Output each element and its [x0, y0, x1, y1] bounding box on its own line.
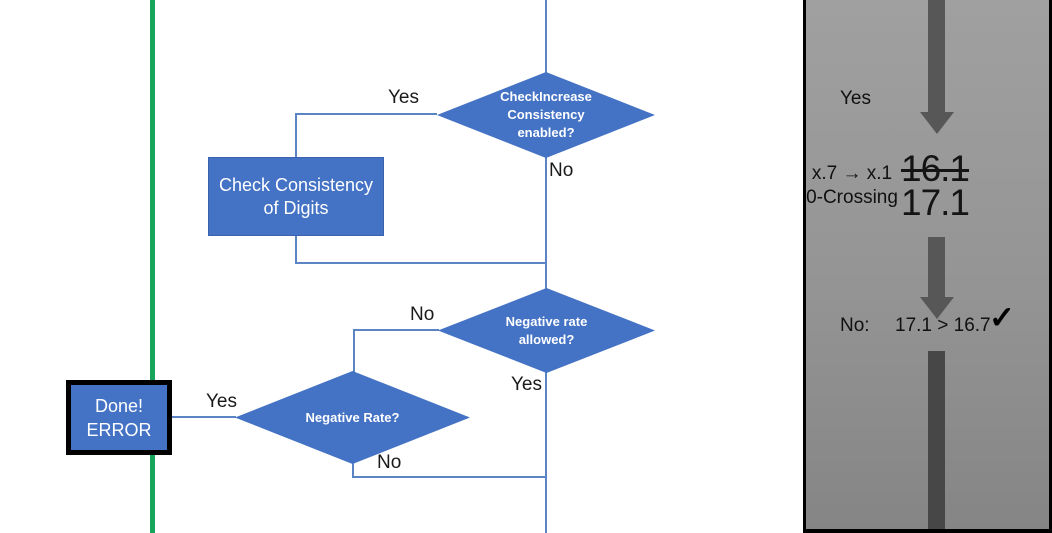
connector-center-vertical [545, 0, 547, 533]
branch-label-yes-3: Yes [206, 391, 237, 412]
connector-process-out-vertical [295, 236, 297, 264]
down-arrow-1-shaft [928, 0, 945, 112]
connector-no3-horizontal [352, 476, 547, 478]
connector-no2-horizontal [353, 329, 439, 331]
connector-yes1-horizontal [295, 113, 437, 115]
connector-process-out-horizontal [295, 262, 547, 264]
branch-label-yes-1: Yes [388, 87, 419, 108]
down-arrow-2-icon [920, 297, 954, 319]
connector-yes3-horizontal [172, 416, 236, 418]
branch-label-yes-2: Yes [511, 374, 542, 395]
branch-label-no-3: No [377, 452, 402, 473]
panel-yes-label: Yes [840, 88, 871, 109]
decision-negative-rate-label: Negative Rate? [305, 409, 400, 425]
connector-no2-vertical [353, 329, 355, 372]
down-arrow-3-shaft [928, 351, 945, 529]
process-check-consistency-label: Check Consistency of Digits [218, 174, 374, 218]
down-arrow-2-shaft [928, 237, 945, 297]
branch-label-no-1: No [549, 160, 574, 181]
connector-yes1-vertical [295, 113, 297, 158]
decision-check-increase-label: CheckIncrease Consistency enabled? [500, 89, 592, 140]
branch-label-no-2: No [410, 304, 435, 325]
decision-negative-rate: Negative Rate? [235, 371, 470, 464]
decision-check-increase-consistency: CheckIncrease Consistency enabled? [437, 72, 655, 158]
comparison-text: 17.1 > 16.7 [895, 315, 991, 336]
connector-no3-vertical [352, 462, 354, 478]
down-arrow-1-icon [920, 112, 954, 134]
rule-line-1: x.7 → x.1 [811, 163, 893, 184]
side-annotation-panel: Yes x.7 → x.1 0-Crossing 16.1 17.1 No: 1… [803, 0, 1052, 533]
decision-negative-rate-allowed-label: Negative rate allowed? [505, 313, 588, 347]
decision-negative-rate-allowed: Negative rate allowed? [438, 288, 655, 373]
process-check-consistency-of-digits: Check Consistency of Digits [208, 157, 384, 236]
green-timeline-line [150, 0, 155, 533]
new-value: 17.1 [901, 182, 970, 223]
terminator-done-error-label: Done! ERROR [86, 395, 152, 440]
old-value-strikethrough: 16.1 [901, 148, 970, 189]
terminator-done-error: Done! ERROR [66, 380, 172, 455]
panel-no-label: No: [840, 315, 870, 336]
rule-annotation: x.7 → x.1 0-Crossing [806, 162, 898, 210]
rule-line-2: 0-Crossing [806, 187, 898, 208]
check-mark-icon: ✓ [989, 300, 1015, 335]
